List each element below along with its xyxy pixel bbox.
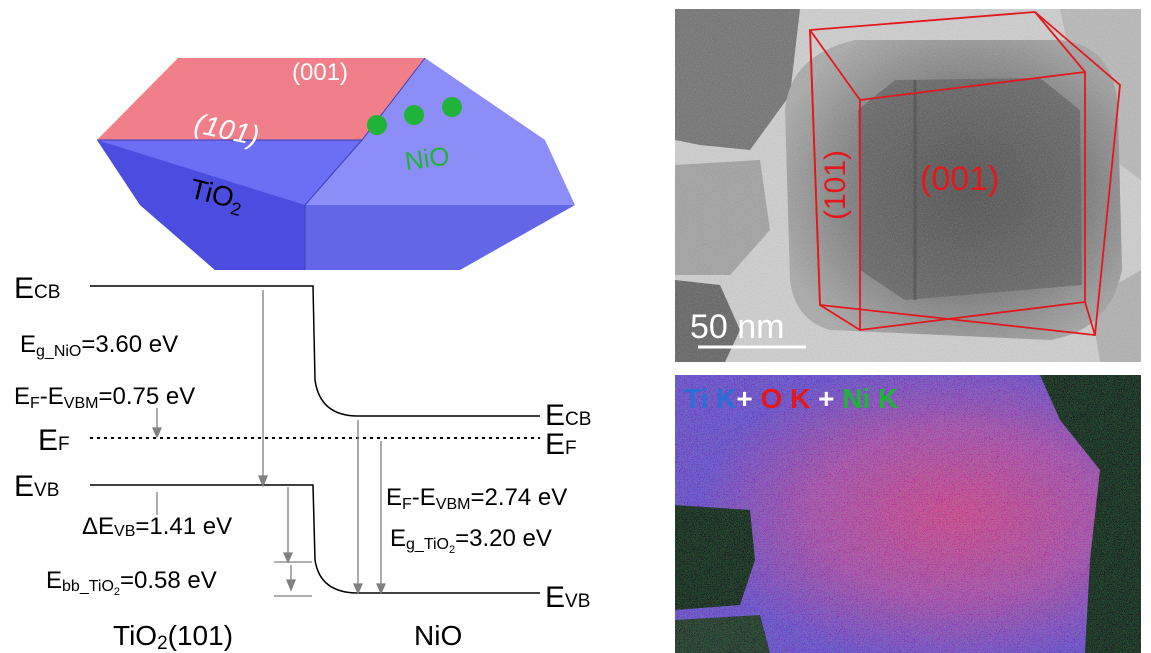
valence-band-line	[90, 484, 540, 594]
nio-particle	[442, 97, 462, 117]
right-evb-label: EVB	[545, 581, 590, 614]
crystal-nio-label: NiO	[403, 140, 452, 176]
crystal-top-face	[97, 58, 425, 140]
left-evb-label: EVB	[14, 470, 59, 503]
left-material-label: TiO2(101)	[113, 620, 233, 653]
right-material-label: NiO	[414, 620, 462, 651]
right-ef-label: EF	[545, 428, 577, 461]
nio-particle	[367, 115, 387, 135]
eds-legend-ti: Ti K	[684, 383, 736, 414]
tem-side-face-label: (101)	[819, 150, 852, 220]
right-ecb-label: ECB	[545, 399, 591, 432]
delta-evb-annotation: ΔEVB=1.41 eV	[82, 513, 232, 540]
ef-evbm-left-annotation: EF-EVBM=0.75 eV	[14, 383, 195, 412]
eds-legend-o: O K	[761, 383, 811, 414]
ef-evbm-right-annotation: EF-EVBM=2.74 eV	[386, 484, 567, 513]
left-ef-label: EF	[38, 424, 70, 457]
crystal-right-upper-face	[305, 58, 575, 205]
nio-particle	[404, 105, 424, 125]
crystal-top-face-label: (001)	[292, 59, 348, 86]
crystal-right-lower-face	[305, 205, 575, 270]
eds-legend: Ti K+ O K + Ni K	[684, 383, 898, 414]
conduction-band-line	[90, 285, 540, 417]
left-ecb-label: ECB	[14, 272, 60, 305]
tem-top-face-label: (001)	[920, 160, 999, 198]
tem-image: (101) (001) 50 nm	[675, 9, 1141, 362]
eg-tio2-annotation: Eg_TiO2=3.20 eV	[390, 525, 552, 556]
crystal-left-flank	[97, 140, 305, 270]
crystal-wireframe	[809, 11, 1121, 336]
ebb-annotation: Ebb_TiO2=0.58 eV	[46, 567, 217, 598]
eg-nio-annotation: Eg_NiO=3.60 eV	[20, 331, 178, 360]
crystal-illustration: (001) (101) TiO2 NiO	[97, 57, 575, 270]
eds-map: Ti K+ O K + Ni K	[675, 375, 1141, 653]
scale-bar-label: 50 nm	[690, 308, 785, 346]
band-diagram: ECB EF EVB ECB EF EVB Eg_NiO=3.60 eV EF-…	[14, 272, 591, 653]
eds-legend-ni: Ni K	[842, 383, 898, 414]
